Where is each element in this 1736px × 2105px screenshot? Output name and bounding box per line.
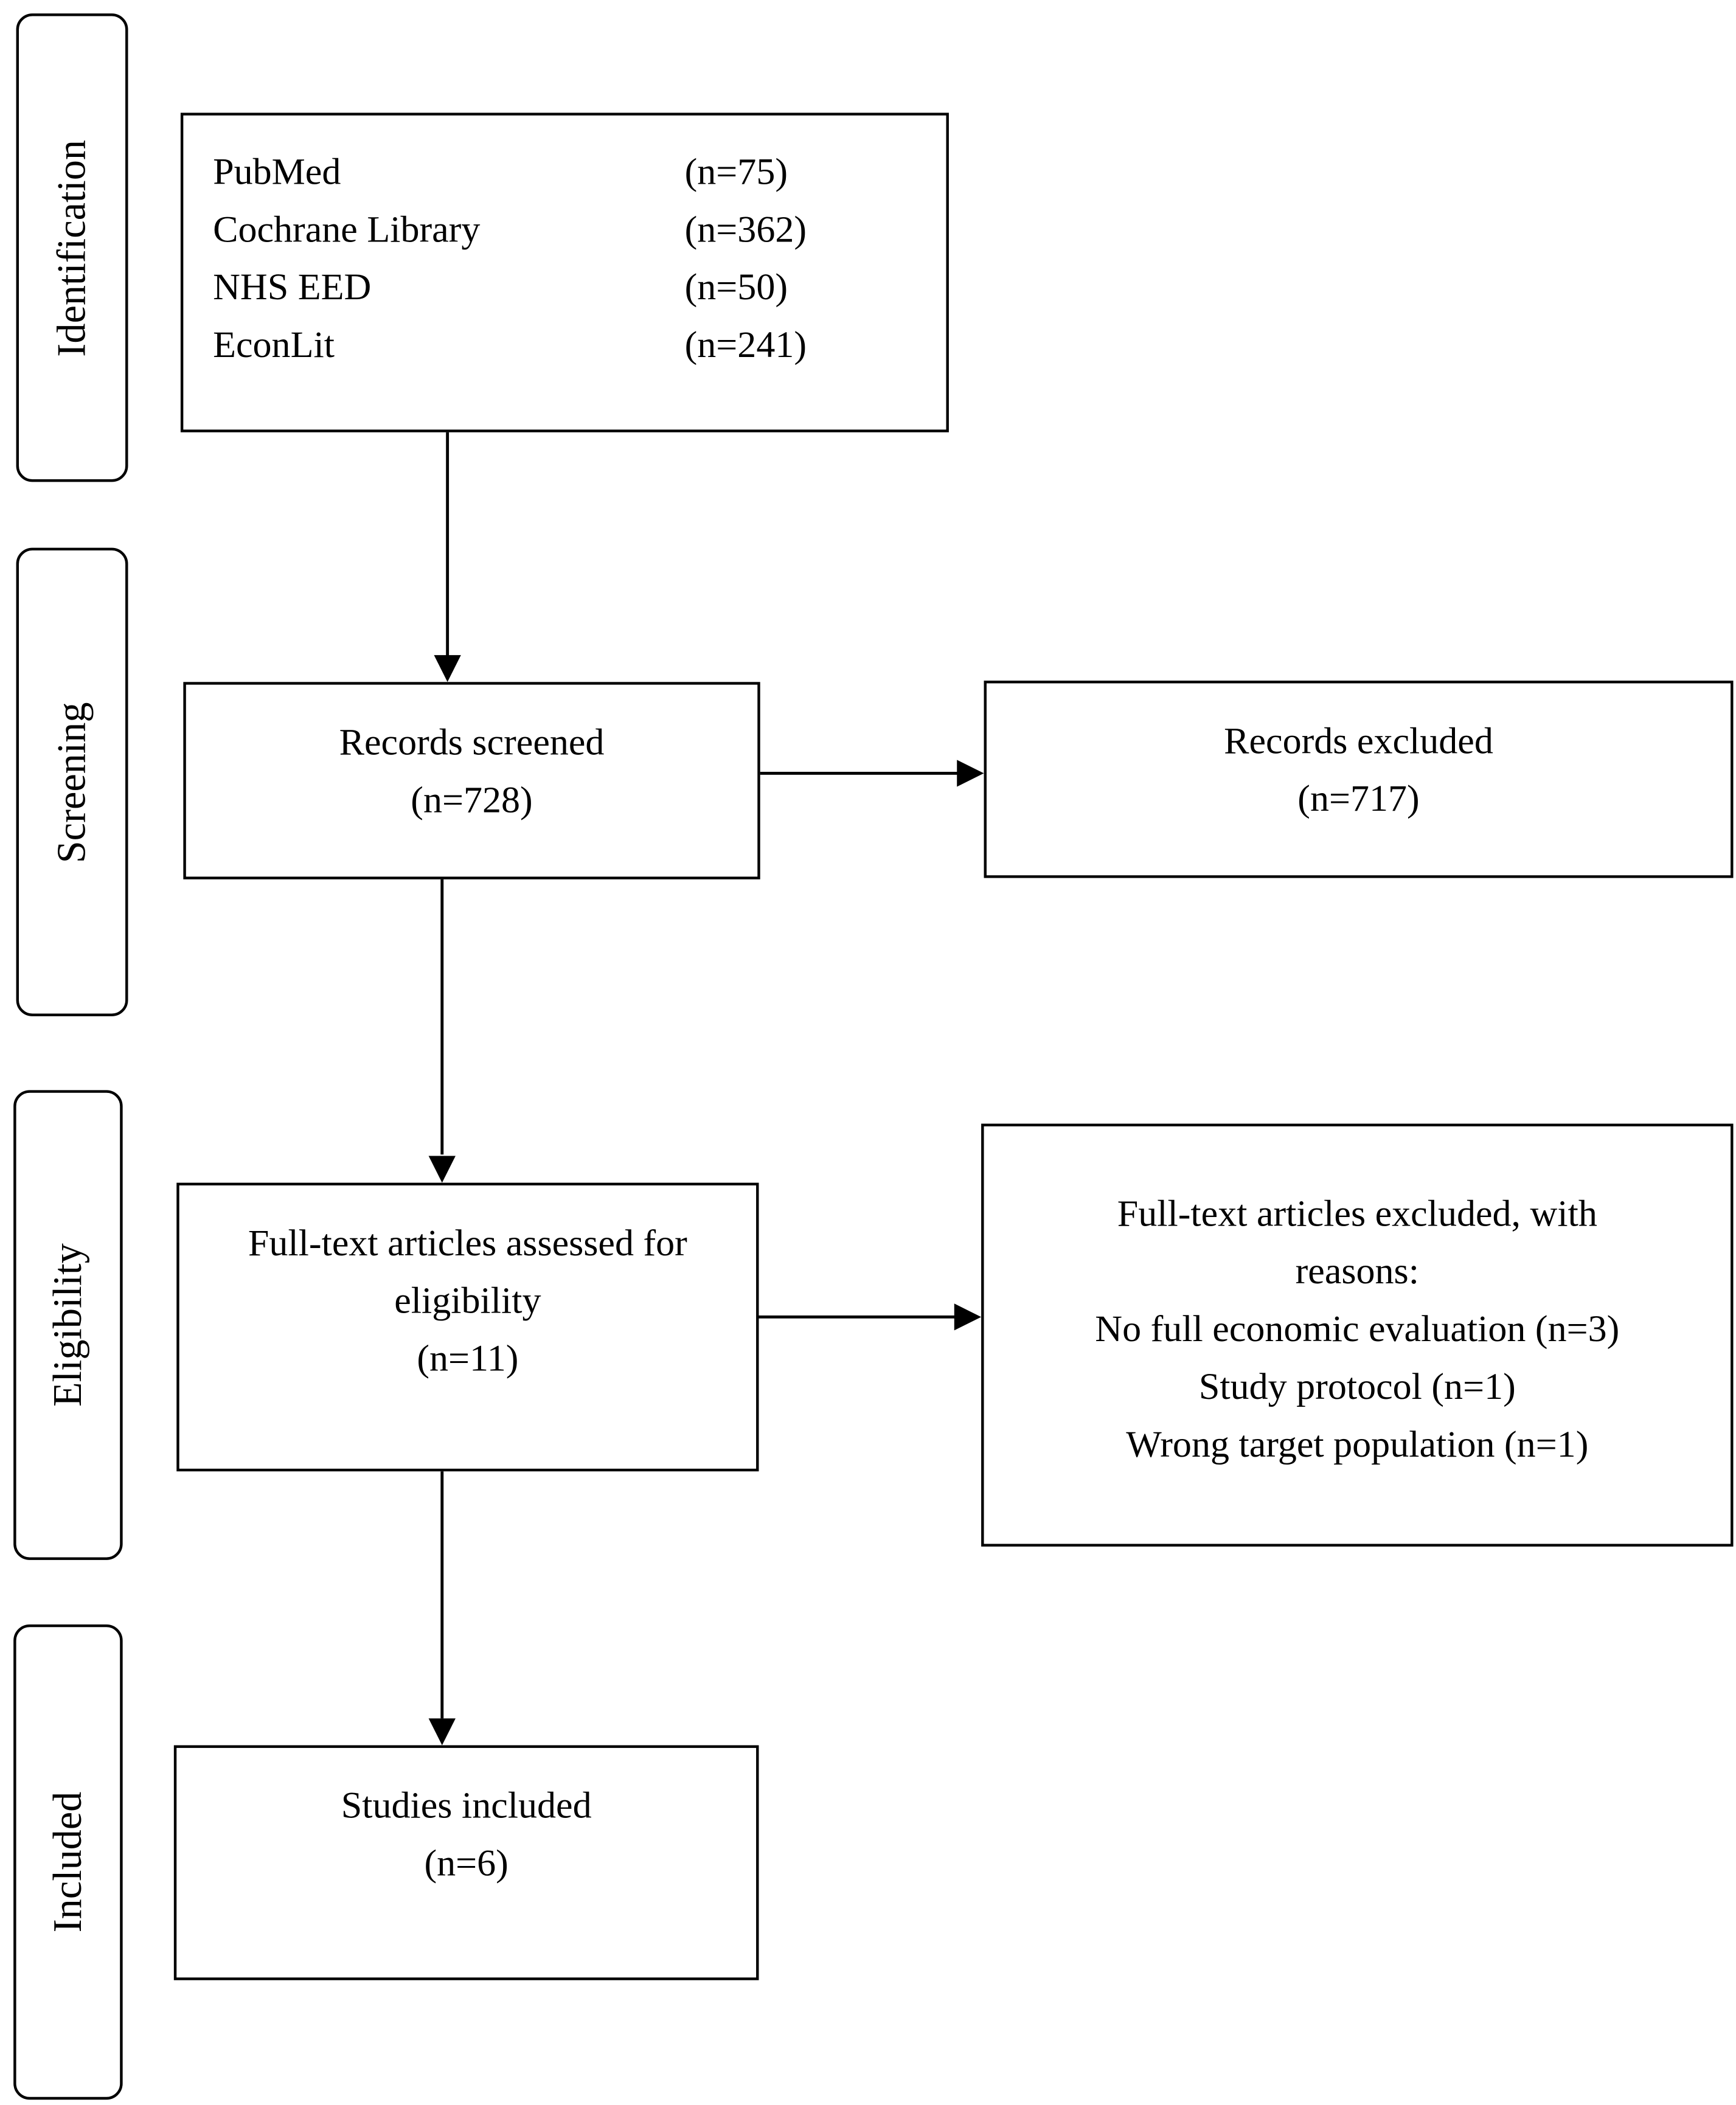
- phase-screening: Screening: [16, 547, 128, 1016]
- arrowhead: [428, 1718, 456, 1746]
- fulltext-assessed-line2: eligibility: [394, 1280, 541, 1323]
- fulltext-excluded-box: Full-text articles excluded, with reason…: [981, 1123, 1734, 1547]
- fulltext-assessed-count: (n=11): [417, 1338, 519, 1381]
- exclusion-reason: No full economic evaluation (n=3): [1095, 1309, 1620, 1351]
- studies-included-count: (n=6): [424, 1843, 509, 1885]
- database-row-econlit: EconLit (n=241): [213, 317, 914, 375]
- phase-included: Included: [13, 1624, 123, 2100]
- exclusion-reason: Study protocol (n=1): [1198, 1367, 1516, 1409]
- database-name: Cochrane Library: [213, 209, 481, 251]
- arrowhead: [434, 655, 461, 682]
- records-screened-box: Records screened (n=728): [183, 682, 760, 879]
- exclusion-reason: Wrong target population (n=1): [1126, 1424, 1589, 1466]
- records-screened-count: (n=728): [411, 780, 533, 822]
- arrowhead: [954, 1303, 982, 1331]
- arrowhead: [957, 760, 984, 787]
- phase-identification: Identification: [16, 13, 128, 482]
- phase-eligibility: Eligibility: [13, 1090, 123, 1560]
- arrowhead: [428, 1156, 456, 1183]
- fulltext-excluded-line1: Full-text articles excluded, with: [1117, 1193, 1597, 1235]
- database-name: PubMed: [213, 151, 341, 193]
- studies-included-box: Studies included (n=6): [173, 1745, 759, 1980]
- database-name: NHS EED: [213, 267, 372, 309]
- database-count: (n=241): [684, 325, 807, 367]
- database-count: (n=50): [684, 267, 788, 309]
- fulltext-excluded-line2: reasons:: [1295, 1251, 1419, 1293]
- studies-included-label: Studies included: [341, 1785, 592, 1828]
- database-count: (n=362): [684, 209, 807, 251]
- database-count: (n=75): [684, 151, 788, 193]
- records-excluded-count: (n=717): [1297, 779, 1420, 820]
- records-excluded-label: Records excluded: [1224, 721, 1493, 763]
- database-row-pubmed: PubMed (n=75): [213, 144, 914, 201]
- records-screened-label: Records screened: [339, 722, 605, 764]
- identification-box: PubMed (n=75) Cochrane Library (n=362) N…: [180, 113, 949, 432]
- fulltext-assessed-box: Full-text articles assessed for eligibil…: [176, 1182, 759, 1472]
- database-row-nhs-eed: NHS EED (n=50): [213, 259, 914, 317]
- fulltext-assessed-line1: Full-text articles assessed for: [248, 1222, 687, 1265]
- database-row-cochrane: Cochrane Library (n=362): [213, 201, 914, 259]
- records-excluded-box: Records excluded (n=717): [984, 681, 1734, 878]
- database-name: EconLit: [213, 325, 335, 367]
